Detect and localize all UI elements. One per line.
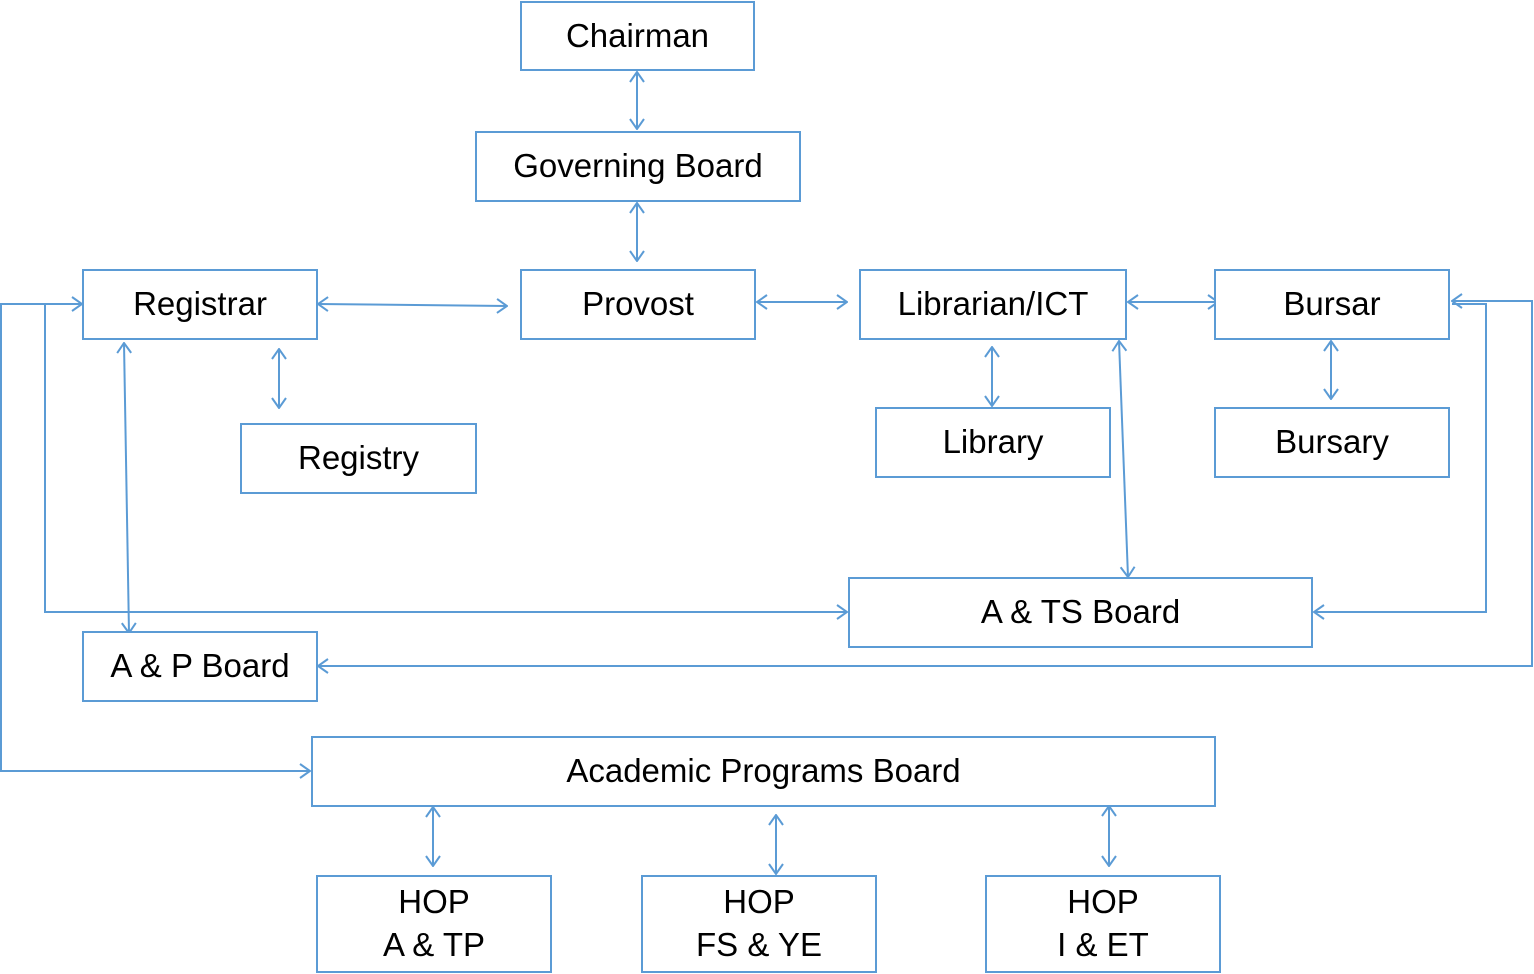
provost-label: Provost: [582, 285, 694, 323]
ap-board-label: A & P Board: [110, 647, 290, 685]
registrar-box: Registrar: [82, 269, 318, 340]
link-bursar-atsboard: [1314, 303, 1487, 612]
link-bursar-apboard: [318, 301, 1533, 666]
link-registrar-apboard: [124, 343, 129, 633]
hop-fsye-box: HOP FS & YE: [641, 875, 877, 973]
chairman-label: Chairman: [565, 16, 710, 54]
ap-board-box: A & P Board: [82, 631, 318, 702]
librarian-ict-label: Librarian/ICT: [897, 285, 1089, 323]
bursar-box: Bursar: [1214, 269, 1450, 340]
link-left-trunk-academic: [0, 304, 310, 771]
library-box: Library: [875, 407, 1111, 478]
provost-box: Provost: [520, 269, 756, 340]
library-label: Library: [942, 423, 1044, 461]
academic-programs-board-box: Academic Programs Board: [311, 736, 1216, 807]
hop-iet-line1: HOP: [1067, 883, 1139, 921]
registry-label: Registry: [297, 439, 420, 477]
ats-board-label: A & TS Board: [980, 593, 1181, 631]
bursar-label: Bursar: [1283, 285, 1381, 323]
hop-atp-line1: HOP: [398, 883, 470, 921]
chairman-box: Chairman: [520, 1, 755, 71]
academic-programs-board-label: Academic Programs Board: [566, 752, 961, 790]
governing-board-label: Governing Board: [513, 147, 763, 185]
registrar-label: Registrar: [133, 285, 267, 323]
hop-fsye-line2: FS & YE: [696, 926, 822, 963]
registry-box: Registry: [240, 423, 477, 494]
hop-atp-line2: A & TP: [382, 926, 486, 963]
hop-atp-box: HOP A & TP: [316, 875, 552, 973]
governing-board-box: Governing Board: [475, 131, 801, 202]
link-librarian-atsboard: [1119, 341, 1128, 577]
librarian-ict-box: Librarian/ICT: [859, 269, 1127, 340]
bursary-box: Bursary: [1214, 407, 1450, 478]
hop-fsye-line1: HOP: [723, 883, 795, 921]
hop-iet-box: HOP I & ET: [985, 875, 1221, 973]
hop-iet-line2: I & ET: [1057, 926, 1149, 963]
ats-board-box: A & TS Board: [848, 577, 1313, 648]
link-registrar-provost: [318, 304, 507, 306]
bursary-label: Bursary: [1275, 423, 1389, 461]
